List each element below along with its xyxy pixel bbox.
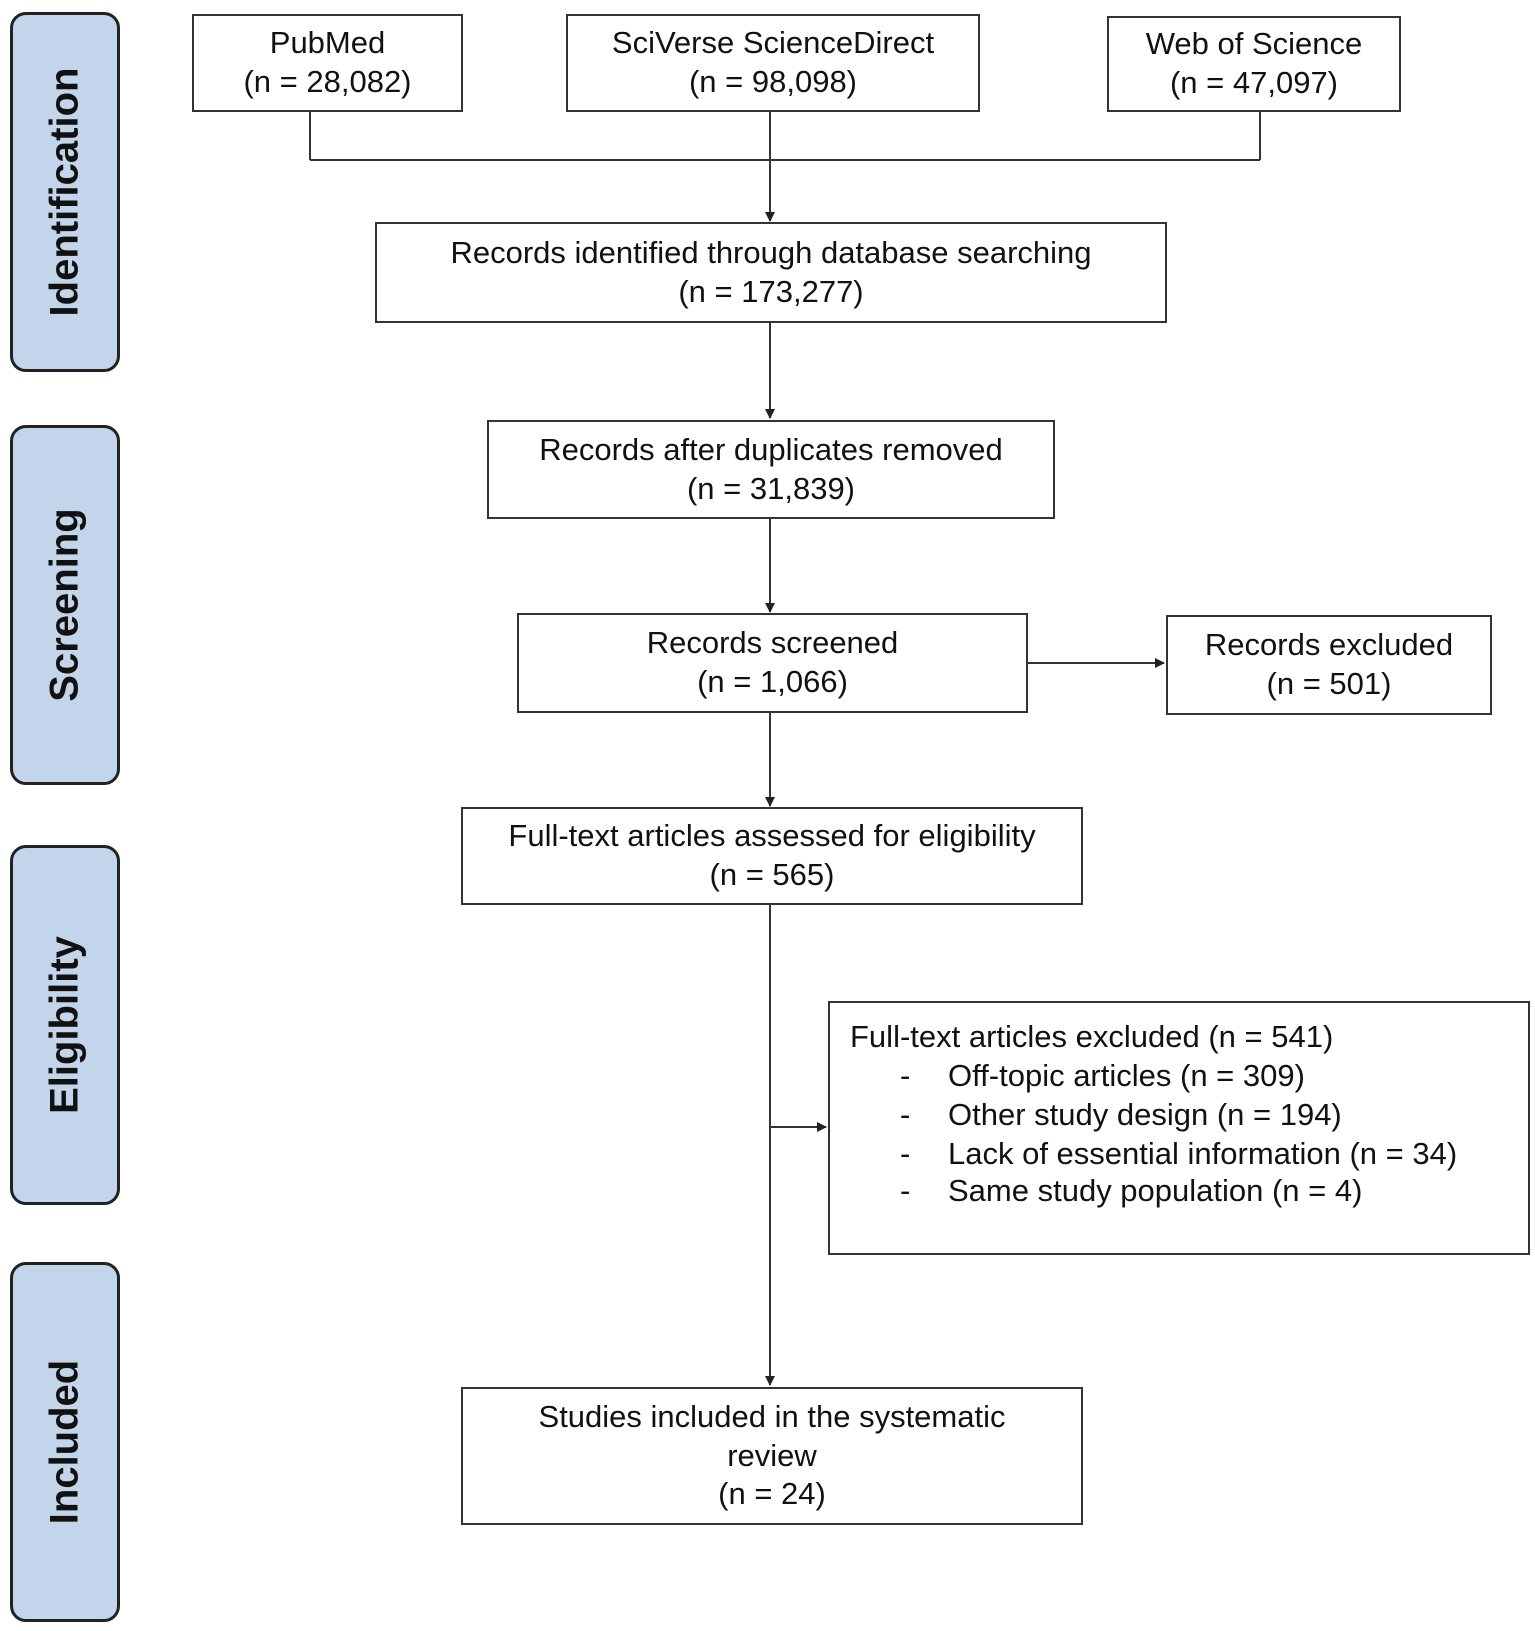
fulltext-label: Full-text articles assessed for eligibil… [508,818,1036,854]
screened-box: Records screened (n = 1,066) [517,613,1028,713]
stage-screening: Screening [10,425,120,785]
source-wos-name: Web of Science [1145,26,1363,62]
exclusion-reason-text: Same study population (n = 4) [948,1173,1363,1208]
fulltext-excluded-box: Full-text articles excluded (n = 541) -O… [828,1001,1530,1255]
source-sciencedirect-box: SciVerse ScienceDirect (n = 98,098) [566,14,980,112]
fulltext-excluded-title: Full-text articles excluded (n = 541) [850,1019,1334,1054]
deduplicated-count: (n = 31,839) [686,470,856,506]
source-wos-count: (n = 47,097) [1169,65,1339,100]
exclusion-reason-text: Other study design (n = 194) [948,1097,1342,1132]
stage-identification: Identification [10,12,120,372]
deduplicated-label: Records after duplicates removed [539,431,1003,467]
exclusion-reason-item: -Same study population (n = 4) [900,1173,1363,1208]
included-label-line1: Studies included in the systematic [538,1398,1006,1434]
exclusion-reason-text: Lack of essential information (n = 34) [948,1136,1458,1171]
exclusion-reason-item: -Lack of essential information (n = 34) [900,1136,1458,1171]
fulltext-box: Full-text articles assessed for eligibil… [461,807,1083,905]
stage-included: Included [10,1262,120,1622]
included-box: Studies included in the systematic revie… [461,1387,1083,1525]
identified-box: Records identified through database sear… [375,222,1167,323]
included-label-line2: review [727,1437,817,1473]
source-sciencedirect-name: SciVerse ScienceDirect [611,25,935,61]
identified-label: Records identified through database sear… [450,234,1092,270]
stage-screening-label: Screening [42,508,87,702]
deduplicated-box: Records after duplicates removed (n = 31… [487,420,1055,519]
exclusion-reason-text: Off-topic articles (n = 309) [948,1058,1305,1093]
records-excluded-count: (n = 501) [1266,666,1392,701]
stage-eligibility-label: Eligibility [42,936,87,1114]
included-count: (n = 24) [718,1476,826,1512]
source-pubmed-count: (n = 28,082) [243,64,412,99]
exclusion-reason-item: -Other study design (n = 194) [900,1097,1342,1132]
stage-included-label: Included [42,1359,87,1525]
screened-label: Records screened [646,625,899,661]
records-excluded-label: Records excluded [1204,627,1454,663]
screened-count: (n = 1,066) [697,664,848,699]
source-pubmed-name: PubMed [269,25,386,61]
stage-identification-label: Identification [42,67,87,317]
fulltext-count: (n = 565) [709,857,835,892]
identified-count: (n = 173,277) [678,273,864,309]
exclusion-reason-item: -Off-topic articles (n = 309) [900,1058,1305,1093]
source-sciencedirect-count: (n = 98,098) [688,64,858,99]
source-pubmed-box: PubMed (n = 28,082) [192,14,463,112]
stage-eligibility: Eligibility [10,845,120,1205]
records-excluded-box: Records excluded (n = 501) [1166,615,1492,715]
source-wos-box: Web of Science (n = 47,097) [1107,16,1401,112]
